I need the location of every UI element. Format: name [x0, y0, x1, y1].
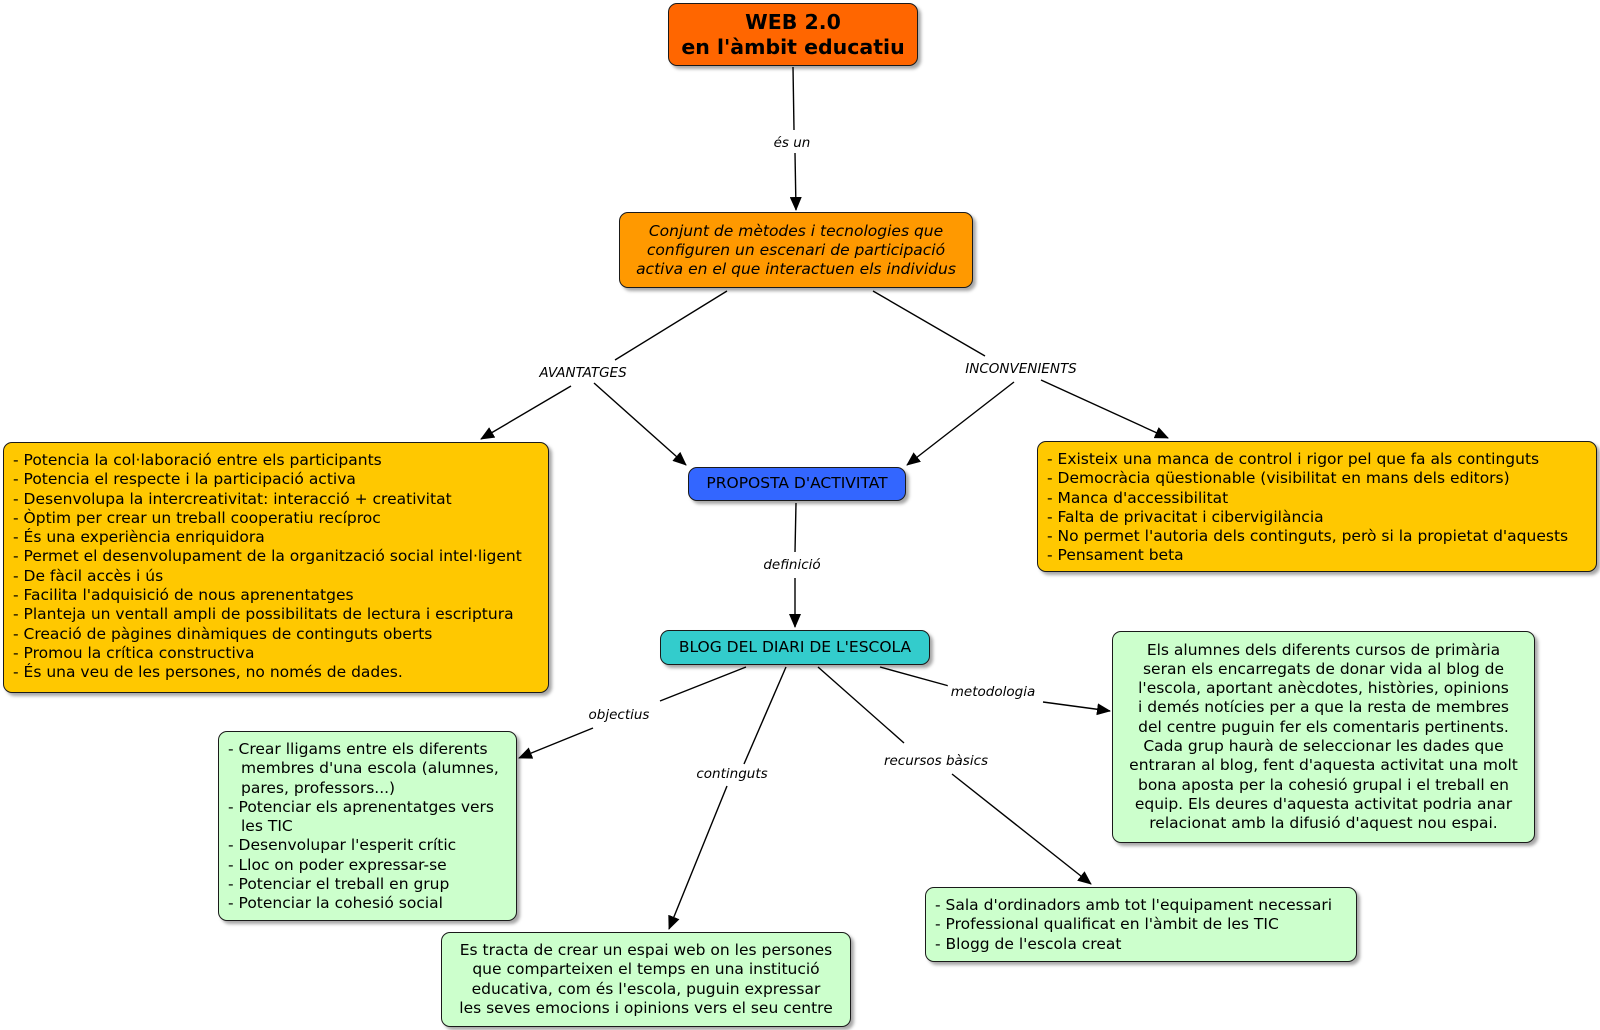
resource-item: Professional qualificat en l'àmbit de le… [935, 915, 1347, 934]
disadvantage-item: Pensament beta [1047, 546, 1587, 565]
advantage-item: De fàcil accès i ús [13, 567, 539, 586]
edge-objlabel-to-obj [518, 727, 594, 759]
disadvantage-item: Democràcia qüestionable (visibilitat en … [1047, 469, 1587, 488]
methodology-line: i demés notícies per a que la resta de m… [1138, 698, 1509, 717]
resources-list: Sala d'ordinadors amb tot l'equipament n… [935, 896, 1347, 954]
objective-item: Potenciar els aprenentatges vers les TIC [228, 798, 507, 837]
blog-label: BLOG DEL DIARI DE L'ESCOLA [678, 637, 912, 656]
objective-item: Lloc on poder expressar-se [228, 856, 507, 875]
objectives-node: Crear lligams entre els diferents membre… [218, 731, 517, 921]
link-label-metodologia: metodologia [947, 684, 1039, 700]
disadvantage-item: Falta de privacitat i cibervigilància [1047, 508, 1587, 527]
methodology-line: entraran al blog, fent d'aquesta activit… [1129, 756, 1518, 775]
methodology-line: Els alumnes dels diferents cursos de pri… [1146, 640, 1501, 659]
proposal-node: PROPOSTA D'ACTIVITAT [688, 467, 906, 501]
advantage-item: Facilita l'adquisició de nous aprenentat… [13, 586, 539, 605]
title-line-2: en l'àmbit educatiu [681, 34, 905, 59]
methodology-line: del centre puguin fer els comentaris per… [1138, 717, 1509, 736]
objective-item: Crear lligams entre els diferents membre… [228, 740, 507, 798]
proposal-label: PROPOSTA D'ACTIVITAT [706, 474, 888, 493]
advantage-item: Creació de pàgines dinàmiques de conting… [13, 625, 539, 644]
methodology-line: seran els encarregats de donar vida al b… [1142, 659, 1505, 678]
disadvantages-node: Existeix una manca de control i rigor pe… [1037, 441, 1597, 572]
disadvantage-item: Existeix una manca de control i rigor pe… [1047, 450, 1587, 469]
link-label-es-un: és un [770, 135, 814, 151]
edge-title-to-eslabel [792, 66, 795, 131]
link-label-inconvenients: INCONVENIENTS [962, 361, 1080, 377]
definition-line: configuren un escenari de participació [646, 240, 946, 259]
advantage-item: Potencia el respecte i la participació a… [13, 470, 539, 489]
link-label-definicio: definició [760, 557, 824, 573]
contents-line: les seves emocions i opinions vers el se… [459, 998, 833, 1017]
objective-item: Desenvolupar l'esperit crític [228, 836, 507, 855]
advantage-item: Òptim per crear un treball cooperatiu re… [13, 509, 539, 528]
methodology-line: equip. Els deures d'aquesta activitat po… [1134, 794, 1513, 813]
edge-blog-to-objlabel [659, 666, 747, 702]
advantage-item: Potencia la col·laboració entre els part… [13, 451, 539, 470]
resource-item: Blogg de l'escola creat [935, 935, 1347, 954]
definition-line: activa en el que interactuen els individ… [636, 259, 956, 278]
methodology-node: Els alumnes dels diferents cursos de pri… [1112, 631, 1535, 843]
edge-reclabel-to-rec [951, 773, 1092, 885]
disadvantage-item: No permet l'autoria dels continguts, per… [1047, 527, 1587, 546]
contents-line: que comparteixen el temps en una institu… [472, 960, 820, 979]
edge-blog-to-metlabel [879, 666, 950, 687]
blog-node: BLOG DEL DIARI DE L'ESCOLA [660, 630, 930, 665]
advantage-item: És una experiència enriquidora [13, 528, 539, 547]
edge-def-to-inclabel [872, 290, 986, 357]
disadvantage-item: Manca d'accessibilitat [1047, 489, 1587, 508]
edge-prop-to-deflabel [794, 502, 797, 553]
contents-node: Es tracta de crear un espai web on les p… [441, 932, 851, 1027]
link-label-avantatges: AVANTATGES [536, 365, 630, 381]
definition-node: Conjunt de mètodes i tecnologies que con… [619, 212, 973, 288]
edge-blog-to-contlabel [743, 666, 787, 765]
link-label-objectius: objectius [585, 707, 653, 723]
advantage-item: Planteja un ventall ampli de possibilita… [13, 605, 539, 624]
definition-line: Conjunt de mètodes i tecnologies que [648, 221, 944, 240]
edge-blog-to-reclabel [817, 666, 905, 744]
contents-line: educativa, com és l'escola, puguin expre… [471, 979, 821, 998]
contents-line: Es tracta de crear un espai web on les p… [459, 940, 833, 959]
title-node: WEB 2.0 en l'àmbit educatiu [668, 3, 918, 66]
advantages-node: Potencia la col·laboració entre els part… [3, 442, 549, 693]
link-label-continguts: continguts [693, 766, 771, 782]
edge-metlabel-to-met [1042, 701, 1111, 716]
objectives-list: Crear lligams entre els diferents membre… [228, 740, 507, 914]
objective-item: Potenciar el treball en grup [228, 875, 507, 894]
methodology-line: l'escola, aportant anècdotes, històries,… [1138, 679, 1509, 698]
methodology-line: relacionat amb la difusió d'aquest nou e… [1149, 814, 1498, 833]
resources-node: Sala d'ordinadors amb tot l'equipament n… [925, 887, 1357, 962]
edge-inclabel-to-inc [1040, 379, 1169, 439]
disadvantages-list: Existeix una manca de control i rigor pe… [1047, 450, 1587, 566]
methodology-line: Cada grup haurà de seleccionar les dades… [1143, 737, 1504, 755]
edge-advlabel-to-prop [593, 382, 687, 466]
edge-inclabel-to-prop [906, 381, 1015, 466]
edge-advlabel-to-adv [480, 385, 572, 440]
link-label-recursos-basics: recursos bàsics [880, 753, 992, 769]
edge-eslabel-to-def [789, 152, 802, 211]
objective-item: Potenciar la cohesió social [228, 894, 507, 913]
edge-def-to-advlabel [614, 290, 728, 361]
resource-item: Sala d'ordinadors amb tot l'equipament n… [935, 896, 1347, 915]
advantage-item: Permet el desenvolupament de la organitz… [13, 547, 539, 566]
advantage-item: Desenvolupa la intercreativitat: interac… [13, 490, 539, 509]
advantages-list: Potencia la col·laboració entre els part… [13, 451, 539, 683]
advantage-item: És una veu de les persones, no només de … [13, 663, 539, 682]
title-line-1: WEB 2.0 [745, 9, 841, 34]
methodology-line: bona aposta per la cohesió grupal i el t… [1137, 775, 1510, 794]
advantage-item: Promou la crítica constructiva [13, 644, 539, 663]
edge-contlabel-to-cont [668, 785, 728, 930]
